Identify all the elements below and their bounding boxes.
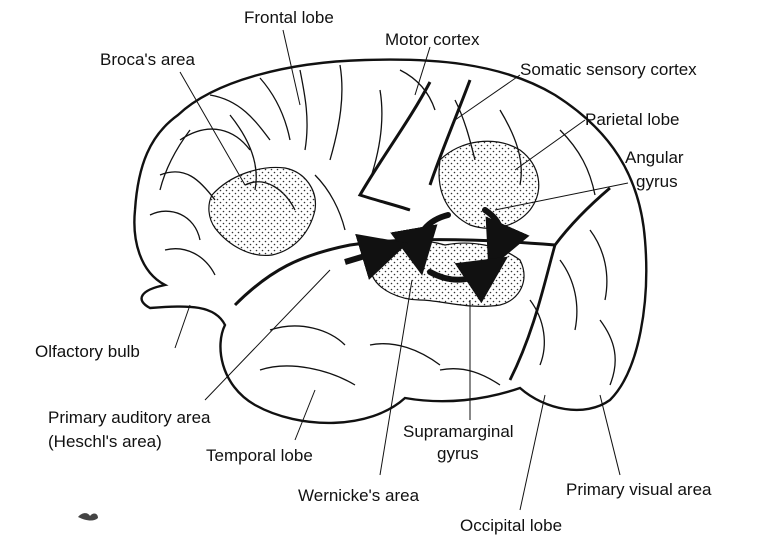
wernickes-area-label: Wernicke's area [298,486,419,506]
primary-visual-area-label: Primary visual area [566,480,712,500]
scan-mark [78,513,98,520]
temporal-lobe-label: Temporal lobe [206,446,313,466]
wernickes-area-region [371,240,524,306]
parietal-lobe-label: Parietal lobe [585,110,680,130]
angular-gyrus-label-line1: Angular [625,148,684,168]
supramarginal-gyrus-label-line2: gyrus [437,444,479,464]
supramarginal-gyrus-label-line1: Supramarginal [403,422,514,442]
primary-auditory-label-line1: Primary auditory area [48,408,211,428]
motor-cortex-label: Motor cortex [385,30,479,50]
somatic-sensory-cortex-label: Somatic sensory cortex [520,60,697,80]
parieto-occipital-boundary [510,188,610,380]
frontal-lobe-label: Frontal lobe [244,8,334,28]
angular-gyrus-label-line2: gyrus [636,172,678,192]
olfactory-bulb-label: Olfactory bulb [35,342,140,362]
occipital-lobe-label: Occipital lobe [460,516,562,536]
brocas-area-label: Broca's area [100,50,195,70]
primary-auditory-label-line2: (Heschl's area) [48,432,162,452]
central-sulcus [360,82,430,210]
brocas-area-region [209,167,316,255]
